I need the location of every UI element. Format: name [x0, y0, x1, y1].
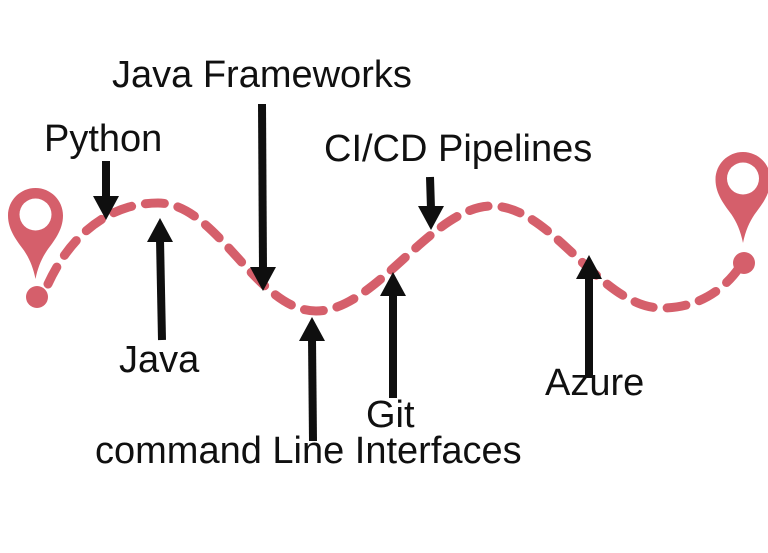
- cicd-arrow-icon: [418, 176, 444, 230]
- start-location-pin-icon: [8, 188, 63, 308]
- git-arrow-icon: [380, 272, 406, 398]
- python-arrow-icon: [93, 161, 119, 220]
- java-arrow-icon: [147, 218, 173, 341]
- label-java: Java: [119, 339, 200, 381]
- label-cicd-pipelines: CI/CD Pipelines: [324, 128, 593, 170]
- label-python: Python: [44, 118, 163, 160]
- java-frameworks-arrow-icon: [250, 103, 276, 291]
- label-java-frameworks: Java Frameworks: [112, 54, 412, 96]
- azure-arrow-icon: [576, 255, 602, 378]
- label-command-line-interfaces: command Line Interfaces: [95, 430, 522, 472]
- label-azure: Azure: [545, 362, 645, 404]
- cli-arrow-icon: [299, 317, 325, 442]
- start-pin-dot: [26, 286, 48, 308]
- end-pin-dot: [733, 252, 755, 274]
- end-location-pin-icon: [715, 152, 768, 274]
- label-git: Git: [366, 394, 415, 436]
- journey-dashed-path: [43, 198, 746, 316]
